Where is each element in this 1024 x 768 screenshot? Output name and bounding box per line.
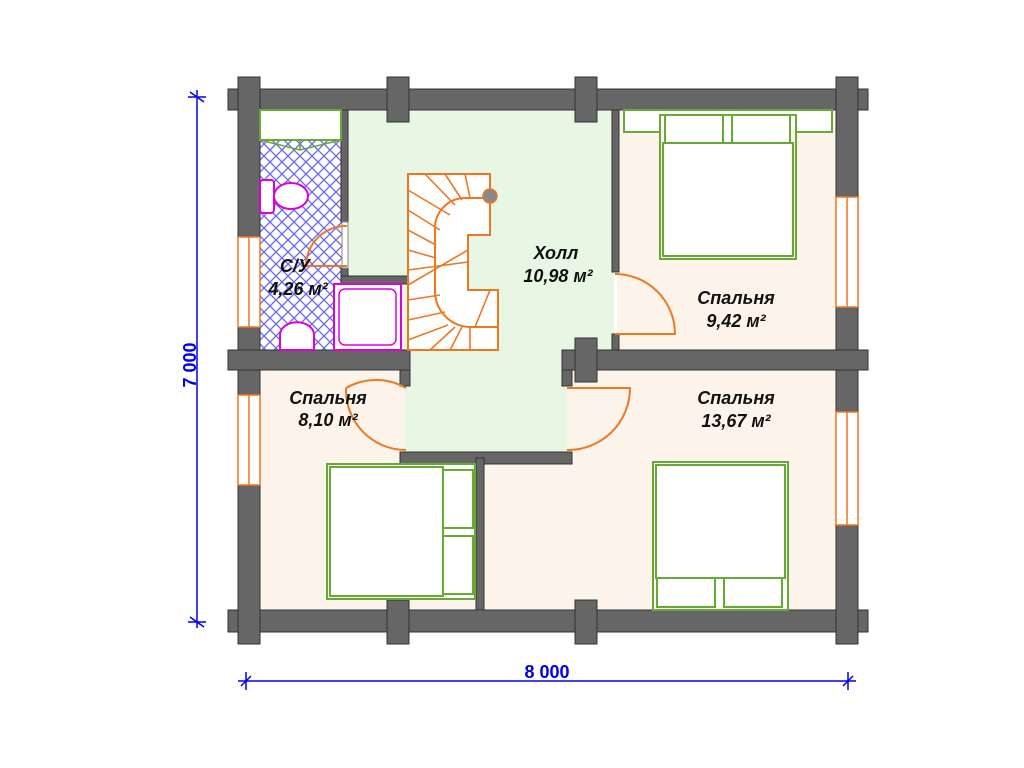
toilet-icon (259, 179, 275, 214)
bathroom-name: С/У (280, 256, 312, 276)
bedroom-bottom-left-name: Спальня (289, 388, 367, 408)
doors (305, 221, 677, 452)
hall-area: 10,98 м² (523, 266, 593, 286)
bedroom-bottom-right-name: Спальня (697, 388, 775, 408)
bed-bottom-left (326, 463, 476, 600)
bedroom-bottom-right-area: 13,67 м² (701, 411, 771, 431)
width-dimension: 8 000 (524, 662, 569, 682)
bedroom-bottom-left-area: 8,10 м² (298, 410, 358, 430)
walls (227, 76, 869, 645)
hall-name: Холл (533, 243, 579, 263)
width-dimension-line (238, 672, 856, 690)
bedroom-top-right-name: Спальня (697, 288, 775, 308)
height-dimension-line (188, 90, 206, 628)
bathroom-fixtures (259, 109, 402, 351)
windows (237, 196, 859, 526)
stair-post-icon (482, 188, 498, 204)
shower-icon (333, 283, 402, 351)
sink-icon (279, 321, 315, 351)
bedroom-top-right-area: 9,42 м² (706, 311, 766, 331)
bathroom-area: 4,26 м² (267, 279, 328, 299)
height-dimension: 7 000 (180, 342, 200, 387)
staircase (407, 173, 499, 351)
bed-bottom-right (652, 461, 789, 611)
bed-top-right (623, 109, 833, 260)
